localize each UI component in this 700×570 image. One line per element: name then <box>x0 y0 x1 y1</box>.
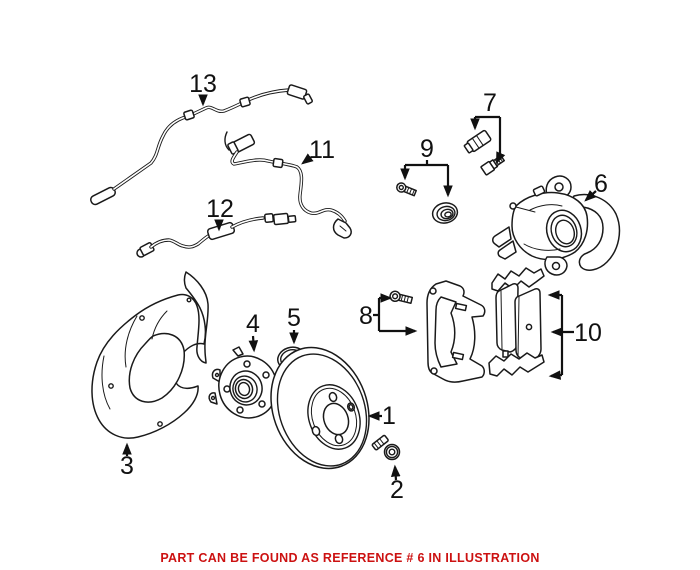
callout-3: 3 <box>120 442 134 480</box>
brake-caliper-illustration <box>492 175 621 276</box>
callout-2: 2 <box>390 464 404 504</box>
callout-1: 1 <box>367 402 396 430</box>
abs-sensor-wire-illustration <box>224 131 352 239</box>
callout-3-number: 3 <box>120 452 134 480</box>
callout-10: 10 <box>547 290 602 380</box>
callout-1-number: 1 <box>382 402 396 430</box>
callout-7-number: 7 <box>483 89 497 117</box>
carrier-bracket-illustration <box>426 280 486 383</box>
splash-shield-illustration <box>91 271 209 439</box>
pad-wear-sensor-illustration <box>136 212 297 258</box>
callout-5-number: 5 <box>287 304 301 332</box>
callout-10-number: 10 <box>574 319 602 347</box>
brake-pads-illustration <box>488 267 545 377</box>
callout-11: 11 <box>301 136 335 165</box>
callout-5: 5 <box>287 304 301 345</box>
reference-note: PART CAN BE FOUND AS REFERENCE # 6 IN IL… <box>160 551 539 565</box>
callout-8-number: 8 <box>359 302 373 330</box>
brake-rotor-illustration <box>270 346 370 470</box>
rotor-screw-illustration <box>371 434 401 461</box>
callout-2-number: 2 <box>390 476 404 504</box>
abs-sensor-harness-illustration <box>90 84 313 206</box>
callout-13: 13 <box>189 70 217 107</box>
callout-12: 12 <box>206 195 234 232</box>
callout-6: 6 <box>584 170 608 202</box>
callout-13-number: 13 <box>189 70 217 98</box>
callout-12-number: 12 <box>206 195 234 223</box>
callout-4-number: 4 <box>246 310 260 338</box>
wheel-hub-illustration <box>208 346 278 419</box>
callout-9: 9 <box>400 135 453 198</box>
callout-9-number: 9 <box>420 135 434 163</box>
callout-7: 7 <box>470 89 506 165</box>
pad-clip-bottom <box>488 352 545 377</box>
guide-bolt-cap-illustration <box>396 182 459 224</box>
carrier-bolt-illustration <box>389 290 414 305</box>
callout-8: 8 <box>359 293 418 336</box>
callout-4: 4 <box>246 310 260 353</box>
callout-6-number: 6 <box>594 170 608 198</box>
pad-clip-top <box>491 267 545 292</box>
callout-11-number: 11 <box>309 136 335 164</box>
